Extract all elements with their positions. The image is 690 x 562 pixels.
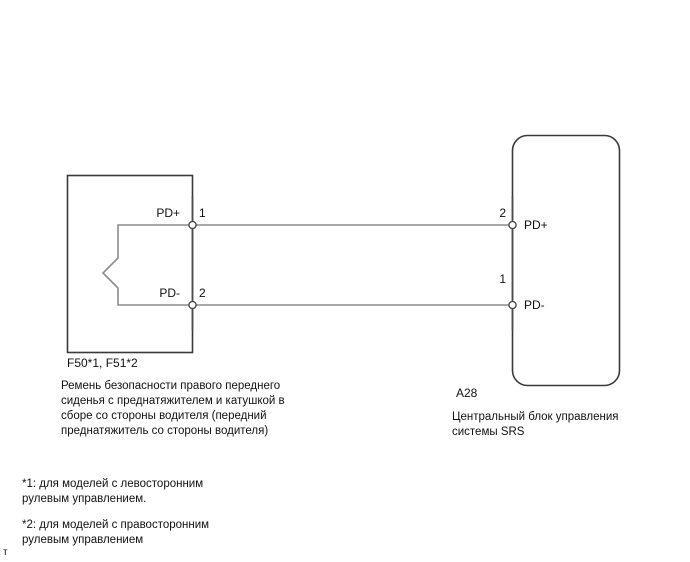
right-pin-number-pd-plus: 2 <box>499 206 506 220</box>
footnote-1: *1: для моделей с левосторонним рулевым … <box>22 478 204 505</box>
left-pin-label-pd-minus: PD- <box>159 286 180 300</box>
right-pin-number-pd-minus: 1 <box>499 272 506 286</box>
terminal-left-pd-plus <box>188 220 197 230</box>
terminal-left-pd-minus <box>188 300 197 310</box>
right-component-code: A28 <box>456 386 478 400</box>
left-component-code: F50*1, F51*2 <box>67 356 138 370</box>
right-pin-label-pd-plus: PD+ <box>524 218 548 232</box>
right-pin-label-pd-minus: PD- <box>524 298 545 312</box>
terminal-right-pd-minus <box>508 300 517 310</box>
left-pin-number-pd-minus: 2 <box>199 286 206 300</box>
footnote-2: *2: для моделей с правосторонним рулевым… <box>22 519 210 546</box>
left-component-description: Ремень безопасности правого переднего си… <box>61 380 285 437</box>
left-pin-number-pd-plus: 1 <box>199 206 206 220</box>
left-pin-label-pd-plus: PD+ <box>156 206 180 220</box>
left-connector-bracket <box>101 224 192 306</box>
right-component-description: Центральный блок управления системы SRS <box>452 411 619 438</box>
right-component-box <box>511 134 621 387</box>
terminal-right-pd-plus <box>508 220 517 230</box>
stray-character: т <box>3 547 8 558</box>
left-component-box <box>66 174 194 354</box>
